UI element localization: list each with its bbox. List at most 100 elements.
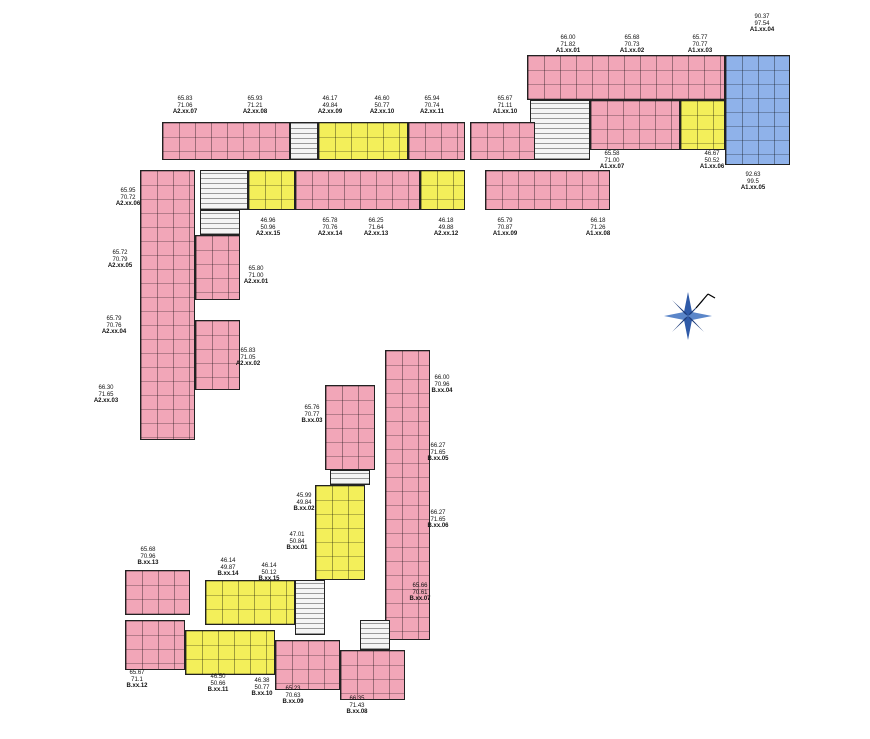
area-gross: 70.77 bbox=[304, 411, 320, 418]
area-net: 65.66 bbox=[412, 583, 428, 589]
unit-code: A2.xx.06 bbox=[115, 201, 141, 207]
area-net: 65.78 bbox=[322, 218, 338, 224]
apartment-block bbox=[420, 170, 465, 210]
area-gross: 70.73 bbox=[624, 41, 640, 48]
area-gross: 71.43 bbox=[349, 702, 365, 709]
unit-code: A1.xx.05 bbox=[740, 185, 766, 191]
apartment-block bbox=[470, 122, 535, 160]
area-gross: 70.63 bbox=[285, 692, 301, 699]
area-net: 66.30 bbox=[98, 385, 114, 391]
unit-code: A1.xx.08 bbox=[585, 231, 611, 237]
area-gross: 49.84 bbox=[296, 499, 312, 506]
area-gross: 49.84 bbox=[322, 102, 338, 109]
unit-code: B.xx.01 bbox=[286, 545, 308, 551]
area-net: 66.00 bbox=[434, 375, 450, 381]
area-net: 65.67 bbox=[497, 96, 513, 102]
area-net: 65.23 bbox=[285, 686, 301, 692]
unit-code: B.xx.02 bbox=[293, 506, 315, 512]
area-gross: 71.64 bbox=[368, 224, 384, 231]
unit-code: A1.xx.01 bbox=[555, 48, 581, 54]
area-net: 46.60 bbox=[374, 96, 390, 102]
unit-code: A2.xx.15 bbox=[255, 231, 281, 237]
apartment-block bbox=[385, 350, 430, 640]
unit-code: A2.xx.09 bbox=[317, 109, 343, 115]
apartment-block bbox=[408, 122, 465, 160]
area-gross: 70.96 bbox=[434, 381, 450, 388]
area-net: 45.99 bbox=[296, 493, 312, 499]
area-gross: 70.76 bbox=[106, 322, 122, 329]
apartment-block bbox=[185, 630, 275, 675]
area-net: 46.14 bbox=[220, 558, 236, 564]
area-net: 65.79 bbox=[106, 316, 122, 322]
area-gross: 70.96 bbox=[140, 553, 156, 560]
area-net: 65.94 bbox=[424, 96, 440, 102]
area-gross: 50.66 bbox=[210, 680, 226, 687]
unit-code: A1.xx.09 bbox=[492, 231, 518, 237]
area-gross: 71.26 bbox=[590, 224, 606, 231]
area-net: 65.68 bbox=[624, 35, 640, 41]
stair-core bbox=[360, 620, 390, 650]
area-gross: 70.79 bbox=[112, 256, 128, 263]
unit-code: A1.xx.04 bbox=[749, 27, 775, 33]
apartment-block bbox=[195, 235, 240, 300]
apartment-block bbox=[725, 55, 790, 165]
area-gross: 71.11 bbox=[497, 102, 513, 109]
apartment-block bbox=[125, 570, 190, 615]
unit-code: B.xx.12 bbox=[126, 683, 148, 689]
area-gross: 70.76 bbox=[322, 224, 338, 231]
area-gross: 71.00 bbox=[248, 272, 264, 279]
stair-core bbox=[290, 122, 318, 160]
area-gross: 50.52 bbox=[704, 157, 720, 164]
unit-code: A2.xx.14 bbox=[317, 231, 343, 237]
unit-code: A1.xx.02 bbox=[619, 48, 645, 54]
area-net: 46.18 bbox=[438, 218, 454, 224]
area-net: 65.83 bbox=[177, 96, 193, 102]
unit-code: A2.xx.01 bbox=[243, 279, 269, 285]
area-gross: 49.87 bbox=[220, 564, 236, 571]
unit-code: A1.xx.10 bbox=[492, 109, 518, 115]
unit-code: A2.xx.10 bbox=[369, 109, 395, 115]
apartment-block bbox=[680, 100, 725, 150]
apartment-block bbox=[527, 55, 725, 100]
unit-code: A2.xx.11 bbox=[419, 109, 445, 115]
area-net: 46.17 bbox=[322, 96, 338, 102]
area-gross: 71.06 bbox=[177, 102, 193, 109]
area-gross: 71.1 bbox=[131, 676, 143, 683]
area-gross: 70.74 bbox=[424, 102, 440, 109]
area-gross: 70.77 bbox=[692, 41, 708, 48]
unit-code: A2.xx.02 bbox=[235, 361, 261, 367]
apartment-block bbox=[275, 640, 340, 690]
area-net: 65.79 bbox=[497, 218, 513, 224]
area-gross: 50.84 bbox=[289, 538, 305, 545]
apartment-block bbox=[318, 122, 408, 160]
area-gross: 50.77 bbox=[374, 102, 390, 109]
unit-code: B.xx.15 bbox=[258, 576, 280, 582]
apartment-block bbox=[205, 580, 295, 625]
area-net: 66.25 bbox=[368, 218, 384, 224]
area-net: 46.96 bbox=[260, 218, 276, 224]
apartment-block bbox=[195, 320, 240, 390]
stair-core bbox=[295, 580, 325, 635]
